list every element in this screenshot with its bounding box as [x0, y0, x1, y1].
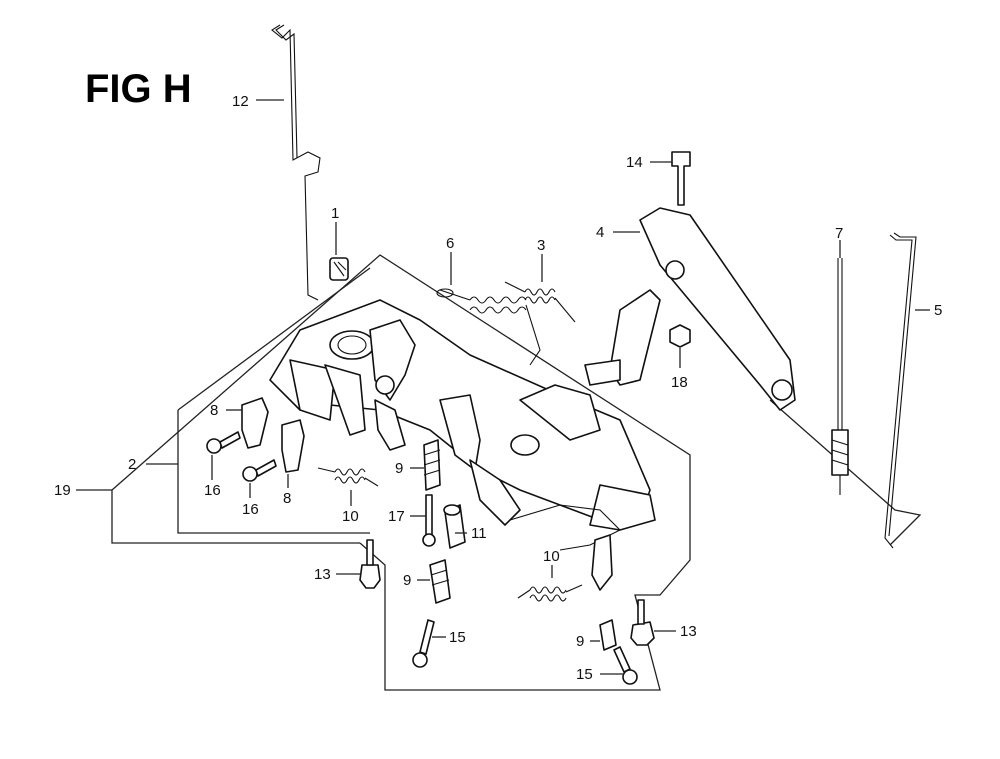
- callout-18: 18: [671, 374, 688, 391]
- part-4-lever: [584, 207, 796, 411]
- part-15-bolts: [412, 619, 638, 685]
- callout-15-right: 15: [576, 666, 593, 683]
- part-16-screws: [206, 431, 277, 482]
- callout-19: 19: [54, 482, 71, 499]
- callout-2: 2: [128, 456, 136, 473]
- part-5-rod: [884, 232, 917, 549]
- part-3-spring: [504, 281, 576, 323]
- callout-3: 3: [537, 237, 545, 254]
- callout-11: 11: [471, 525, 487, 542]
- leader-lines: [76, 99, 930, 675]
- figure-title: FIG H: [85, 67, 192, 111]
- callout-13-right: 13: [680, 623, 697, 640]
- callout-9-top: 9: [395, 460, 403, 477]
- part-11-sleeve: [443, 504, 466, 549]
- callout-17: 17: [388, 508, 405, 525]
- callout-16-left: 16: [204, 482, 221, 499]
- callout-15-left: 15: [449, 629, 466, 646]
- part-7-cable: [831, 258, 849, 495]
- callouts: 12 1 6 3 14 4 7 5 18 8 8 2 19 16 16 9 10…: [54, 93, 942, 683]
- callout-16-right: 16: [242, 501, 259, 518]
- callout-6: 6: [446, 235, 454, 252]
- part-2-control-base: [269, 299, 656, 591]
- callout-1: 1: [331, 205, 339, 222]
- part-9-springs: [423, 439, 617, 651]
- part-10-spring-b: [517, 584, 583, 602]
- callout-8-left: 8: [210, 402, 218, 419]
- part-12-governor-rod: [271, 24, 321, 301]
- callout-12: 12: [232, 93, 249, 110]
- callout-9-bottom: 9: [576, 633, 584, 650]
- callout-10-left: 10: [342, 508, 359, 525]
- part-17-pin: [422, 494, 436, 547]
- callout-8-right: 8: [283, 490, 291, 507]
- part-18-nut: [669, 324, 691, 348]
- callout-13-left: 13: [314, 566, 331, 583]
- callout-7: 7: [835, 225, 843, 242]
- part-13-bolts: [359, 539, 655, 646]
- part-14-bolt: [671, 151, 691, 206]
- callout-5: 5: [934, 302, 942, 319]
- part-8-brackets: [241, 397, 305, 473]
- callout-9-middle: 9: [403, 572, 411, 589]
- callout-4: 4: [596, 224, 604, 241]
- part-1-clip: [329, 257, 349, 281]
- part-6-spring: [436, 288, 541, 366]
- callout-10-right: 10: [543, 548, 560, 565]
- callout-14: 14: [626, 154, 643, 171]
- part-10-spring-a: [317, 467, 379, 487]
